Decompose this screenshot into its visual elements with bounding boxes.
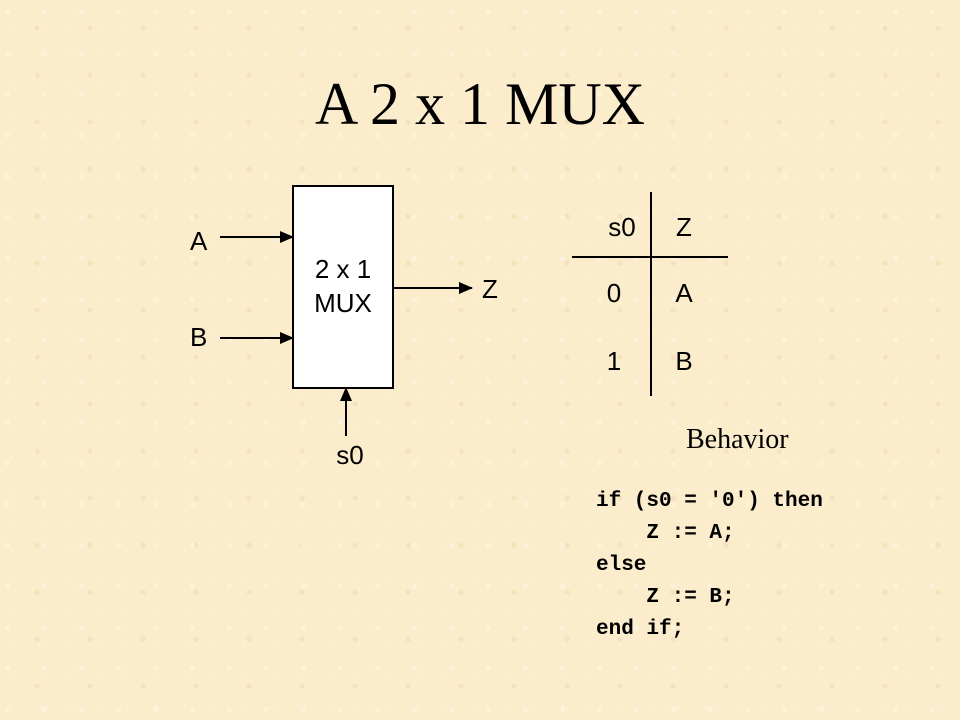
truth-table-row2-s0: 1 <box>607 346 621 376</box>
mux-block-label-line2: MUX <box>314 288 372 318</box>
truth-table-row2-z: B <box>675 346 692 376</box>
input-a-label: A <box>190 226 208 256</box>
behavior-label: Behavior <box>686 424 789 455</box>
input-b-label: B <box>190 322 207 352</box>
behavior-code-block: if (s0 = '0') then Z := A; else Z := B; en… <box>596 486 823 646</box>
code-line: if (s0 = '0') then <box>596 490 823 513</box>
code-line: end if; <box>596 618 685 641</box>
slide-title: A 2 x 1 MUX <box>314 71 646 137</box>
code-line: Z := B; <box>596 586 735 609</box>
truth-table-row1-z: A <box>675 278 693 308</box>
truth-table-header-z: Z <box>676 212 692 242</box>
output-z-label: Z <box>482 274 498 304</box>
truth-table-row1-s0: 0 <box>607 278 621 308</box>
mux-block-label-line1: 2 x 1 <box>315 254 371 284</box>
code-line: else <box>596 554 647 577</box>
code-line: Z := A; <box>596 522 735 545</box>
truth-table-header-s0: s0 <box>608 212 635 242</box>
select-s0-label: s0 <box>336 440 363 470</box>
mux-block <box>292 185 394 389</box>
